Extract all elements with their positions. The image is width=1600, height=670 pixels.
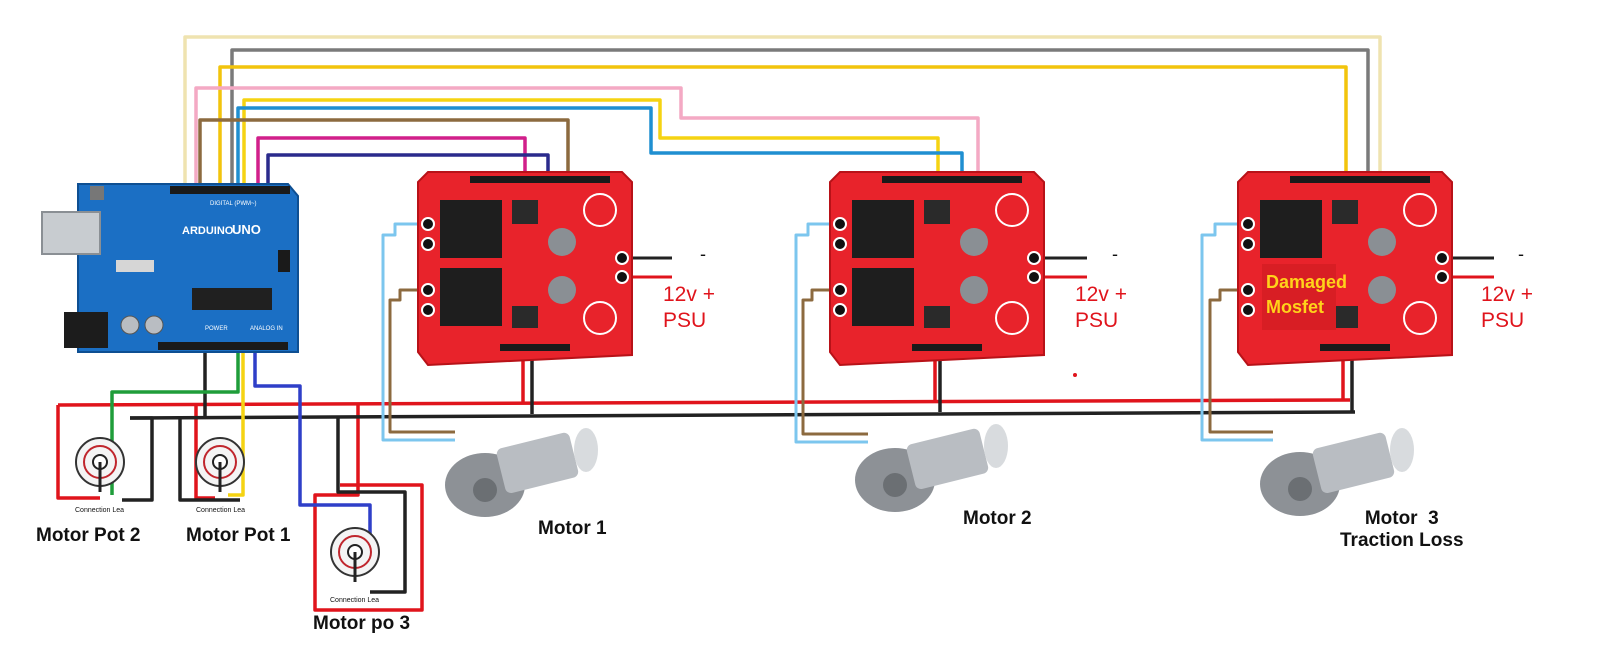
mosfet-line: Mosfet <box>1266 297 1324 317</box>
wire-yellow <box>242 98 940 192</box>
damaged-mosfet-area <box>1262 264 1336 330</box>
potentiometer-icon: Connection Lea <box>75 437 125 514</box>
motor-driver-icon <box>829 171 1045 367</box>
psu-label-1: 12v + PSU <box>663 282 715 334</box>
stray-red-dot <box>1073 373 1077 377</box>
psu-plus-text: 12v + <box>1075 283 1127 306</box>
arduino-model: UNO <box>232 222 261 237</box>
wire-lightblue-m1 <box>381 222 455 442</box>
wire-brown-m2 <box>801 288 868 436</box>
psu-label-2: 12v + PSU <box>1075 282 1127 334</box>
wire-gold <box>218 65 1348 192</box>
arduino-header-digital: DIGITAL (PWM~) <box>210 201 257 207</box>
wire-lightblue-m3 <box>1200 222 1273 442</box>
psu-minus-label-3: - <box>1518 244 1524 264</box>
wire-black-bus <box>129 410 1356 420</box>
damaged-line: Damaged <box>1266 272 1348 292</box>
wire-black-pot3 <box>336 418 407 594</box>
wire-red-pot1 <box>194 405 215 500</box>
arduino-header-power: POWER <box>205 326 228 332</box>
wire-brown-m3 <box>1208 288 1273 434</box>
motor-pot-2-label: Motor Pot 2 <box>36 525 141 546</box>
potentiometer-icon: Connection Lea <box>330 527 380 604</box>
motor-3-label: Motor 3 Traction Loss <box>1340 508 1464 552</box>
psu-label-3: 12v + PSU <box>1481 282 1533 334</box>
psu-minus-label-2: - <box>1112 244 1118 264</box>
motor-3-name: Motor 3 <box>1364 508 1439 529</box>
motor-pot-3-label: Motor po 3 <box>313 613 411 634</box>
pot-caption: Connection Lea <box>75 507 124 514</box>
dc-gear-motor-icon <box>1260 428 1414 516</box>
psu-text: PSU <box>1075 309 1119 332</box>
psu-plus-text: 12v + <box>1481 283 1533 306</box>
wire-pink <box>194 86 980 192</box>
damaged-mosfet-label: Damaged Mosfet <box>1266 270 1347 320</box>
motor-2-label: Motor 2 <box>963 508 1032 529</box>
arduino-brand: ARDUINO <box>182 225 234 237</box>
wire-brown-m1 <box>388 288 455 434</box>
dc-gear-motor-icon <box>855 424 1008 512</box>
motor-driver-icon <box>1237 171 1453 367</box>
wire-brown <box>198 118 570 192</box>
arduino-header-analog: ANALOG IN <box>250 326 283 332</box>
pot-caption: Connection Lea <box>330 597 379 604</box>
wire-cyan <box>236 106 964 192</box>
wire-yellow-pot1 <box>228 350 245 497</box>
wire-black-pot2 <box>122 416 154 502</box>
psu-plus-text: 12v + <box>663 283 715 306</box>
motor-1-label: Motor 1 <box>538 518 607 539</box>
arduino-board-icon: ARDUINO UNO DIGITAL (PWM~) POWER ANALOG … <box>41 183 299 353</box>
pot-caption: Connection Lea <box>196 507 245 514</box>
dc-gear-motor-icon <box>445 428 598 517</box>
wire-navy <box>266 153 550 192</box>
wire-cream <box>183 35 1382 192</box>
wire-black-pot1 <box>178 418 240 502</box>
wire-magenta <box>256 136 527 192</box>
psu-text: PSU <box>663 309 707 332</box>
wire-lightblue-m2 <box>794 222 868 444</box>
psu-minus-label-1: - <box>700 244 706 264</box>
motor-3-status: Traction Loss <box>1340 530 1464 551</box>
motor-pot-1-label: Motor Pot 1 <box>186 525 291 546</box>
psu-text: PSU <box>1481 309 1525 332</box>
potentiometer-icon: Connection Lea <box>195 437 245 514</box>
wire-blue-pot3 <box>253 350 372 560</box>
wire-red-bus <box>57 398 1351 407</box>
motor-driver-icon <box>417 171 633 367</box>
wire-red-pot3 <box>313 405 424 612</box>
wire-red-pot2 <box>56 405 100 500</box>
